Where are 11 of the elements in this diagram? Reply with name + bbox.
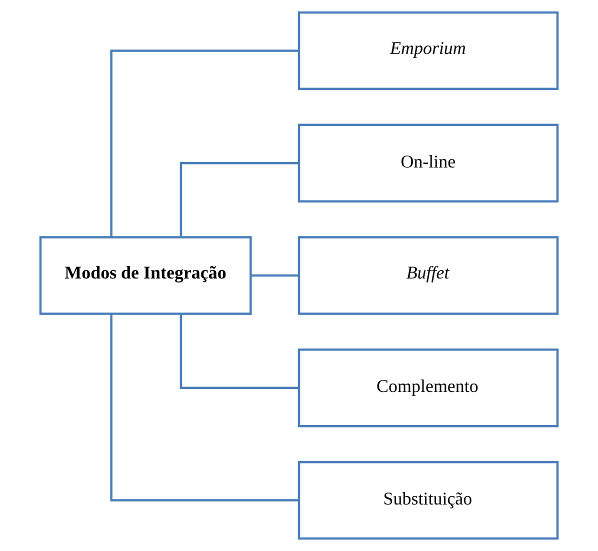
node-box: On-line [298, 124, 559, 202]
connector [250, 274, 299, 277]
connector [110, 50, 299, 237]
node-box: Emporium [298, 11, 559, 90]
node-box: Substituição [298, 460, 559, 540]
connector [180, 162, 299, 238]
node-box: Buffet [298, 236, 559, 315]
connector [180, 314, 299, 390]
node-box: Complemento [298, 348, 559, 428]
node-box: Modos de Integração [39, 236, 252, 315]
connector [110, 314, 299, 502]
